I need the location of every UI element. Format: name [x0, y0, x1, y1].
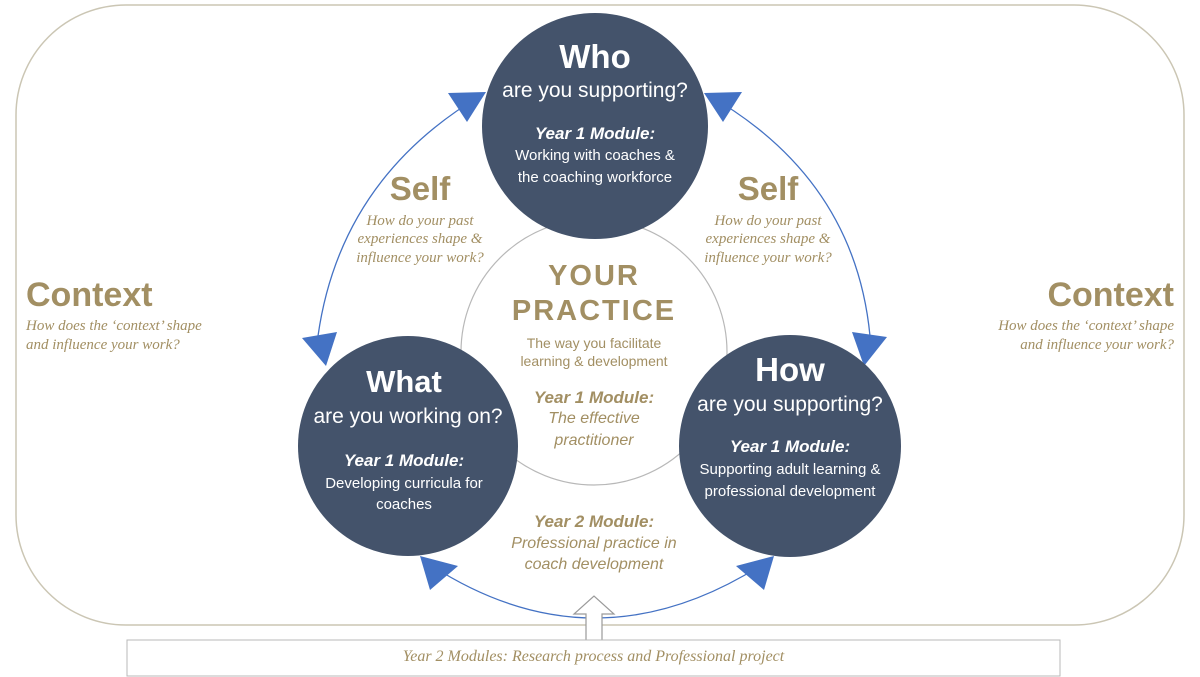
- year2-module-label: Year 2 Module:: [533, 512, 655, 531]
- context-left-q2: and influence your work?: [26, 337, 180, 353]
- arrowhead-how-bottom: [736, 556, 774, 590]
- context-right-title: Context: [1047, 276, 1174, 314]
- arc-who-to-how: [709, 95, 871, 337]
- arrowhead-who-left: [448, 92, 486, 122]
- self-left-title: Self: [389, 170, 451, 207]
- bottom-box-text: Year 2 Modules: Research process and Pro…: [402, 648, 785, 665]
- who-circle: [482, 13, 708, 239]
- who-subtitle: are you supporting?: [502, 79, 688, 102]
- what-title: What: [366, 364, 442, 399]
- who-module-l1: Working with coaches &: [515, 147, 675, 164]
- what-subtitle: are you working on?: [313, 405, 503, 428]
- arrowhead-how-top: [852, 332, 887, 366]
- practice-module-l1: The effective: [548, 410, 640, 427]
- context-right-q1: How does the ‘context’ shape: [998, 318, 1174, 334]
- how-circle: [679, 335, 901, 557]
- hollow-up-arrow: [572, 595, 616, 640]
- what-circle: [298, 336, 518, 556]
- self-right-q2: experiences shape &: [705, 231, 831, 247]
- how-module-l1: Supporting adult learning &: [699, 461, 881, 478]
- what-module-l2: coaches: [376, 496, 432, 513]
- arrowhead-what-top: [302, 332, 337, 366]
- how-module-label: Year 1 Module:: [729, 437, 851, 456]
- practice-title-l2: PRACTICE: [511, 295, 677, 327]
- what-module-l1: Developing curricula for: [325, 475, 483, 492]
- year2-module-l2: coach development: [524, 556, 664, 573]
- arc-who-to-what: [317, 95, 481, 337]
- self-right-q3: influence your work?: [704, 250, 832, 266]
- how-subtitle: are you supporting?: [697, 393, 883, 416]
- self-left-q3: influence your work?: [356, 250, 484, 266]
- practice-module-label: Year 1 Module:: [533, 388, 655, 407]
- who-module-l2: the coaching workforce: [517, 169, 673, 186]
- context-right-q2: and influence your work?: [1020, 337, 1174, 353]
- context-left-title: Context: [26, 276, 153, 314]
- practice-desc-l2: learning & development: [520, 353, 668, 369]
- practice-desc-l1: The way you facilitate: [526, 335, 662, 351]
- who-title: Who: [559, 38, 631, 75]
- year2-module-l1: Professional practice in: [511, 535, 677, 552]
- self-right-q1: How do your past: [714, 213, 822, 229]
- who-module-label: Year 1 Module:: [534, 124, 656, 143]
- bottom-box: [126, 639, 1061, 677]
- how-module-l2: professional development: [704, 483, 876, 500]
- arrowhead-what-bottom: [420, 556, 458, 590]
- arrowhead-who-right: [704, 92, 742, 122]
- self-left-q2: experiences shape &: [357, 231, 483, 247]
- self-left-q1: How do your past: [366, 213, 474, 229]
- practice-module-l2: practitioner: [554, 432, 634, 449]
- how-title: How: [755, 351, 825, 388]
- context-left-q1: How does the ‘context’ shape: [26, 318, 202, 334]
- practice-title-l1: YOUR: [548, 260, 640, 292]
- what-module-label: Year 1 Module:: [343, 451, 465, 470]
- self-right-title: Self: [737, 170, 799, 207]
